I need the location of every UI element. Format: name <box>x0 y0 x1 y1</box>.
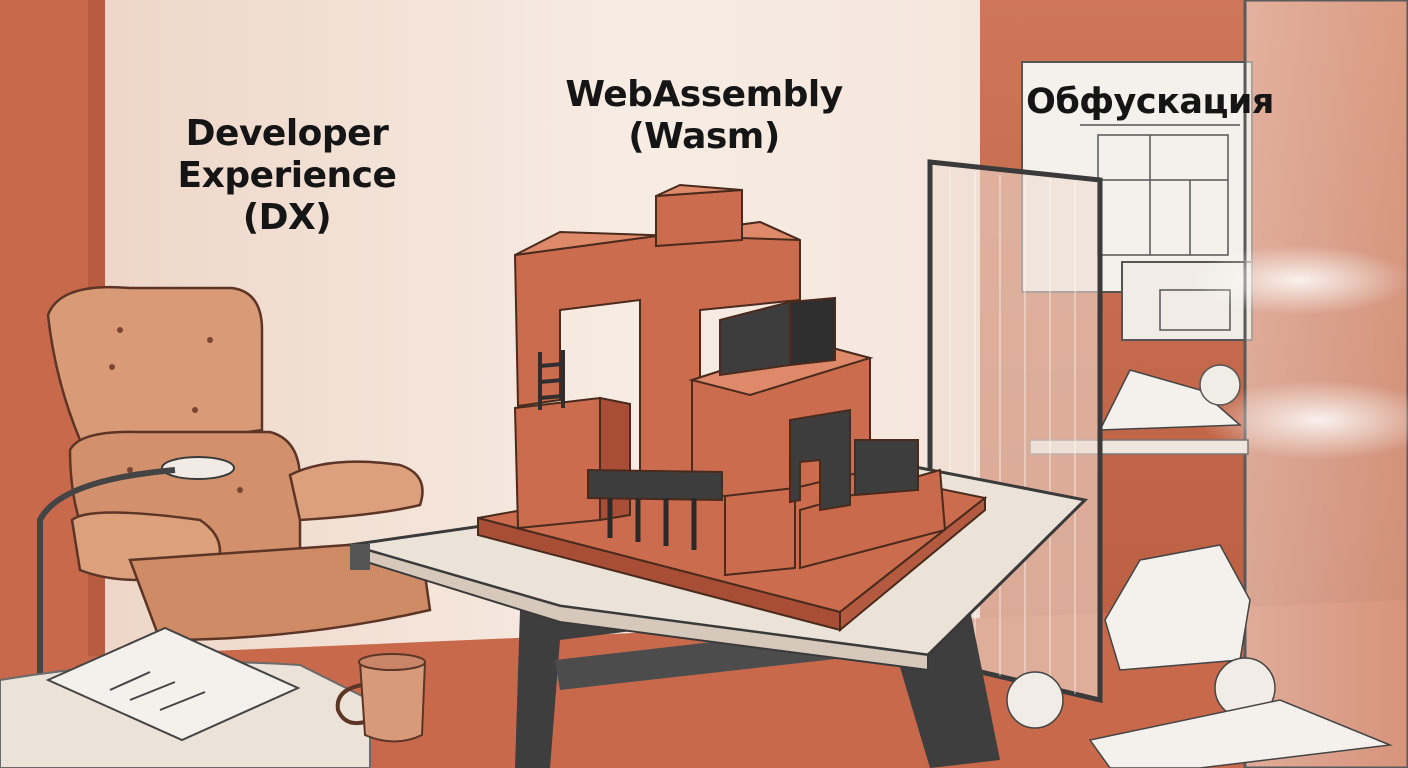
dx-label-line: Developer <box>185 113 389 154</box>
brick-model <box>477 183 988 633</box>
dx-label-line: (DX) <box>242 197 332 239</box>
sketchbook <box>45 626 301 742</box>
webassembly-label: WebAssembly (Wasm) <box>545 74 863 158</box>
crumpled-papers <box>1006 544 1393 768</box>
coffee-mug <box>358 661 427 743</box>
wasm-label-line: (Wasm) <box>628 116 780 158</box>
paper-shelf <box>1029 364 1249 455</box>
obfuscation-label-line: Обфускация <box>1026 82 1274 122</box>
obfuscation-label: Обфускация <box>1010 82 1290 123</box>
dx-label-line: Experience <box>177 155 397 197</box>
lounge-chair <box>46 285 432 642</box>
wasm-label-line: WebAssembly <box>565 74 843 115</box>
developer-experience-label: Developer Experience (DX) <box>152 113 422 239</box>
side-table <box>0 626 427 768</box>
